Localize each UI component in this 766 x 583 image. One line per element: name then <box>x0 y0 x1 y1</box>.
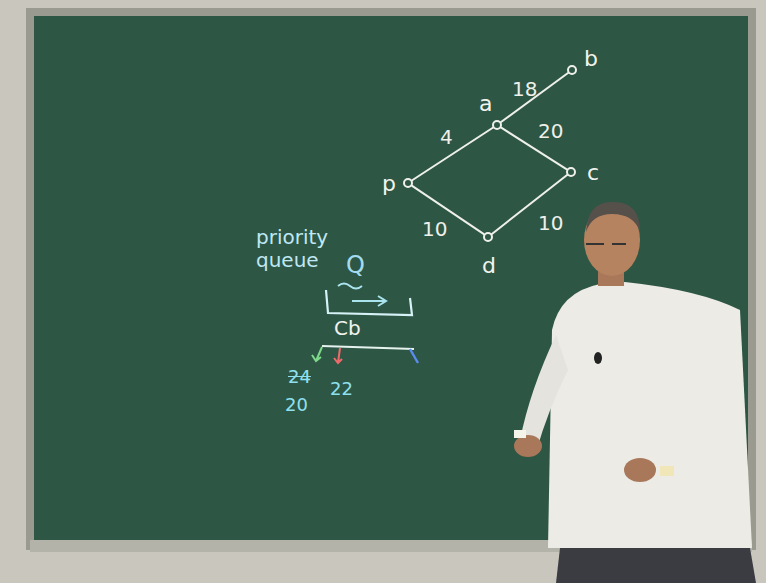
board-surface <box>34 16 748 542</box>
arm <box>520 335 568 453</box>
edge-weight: 4 <box>440 126 453 149</box>
vertex-label: p <box>382 171 396 196</box>
hair <box>586 202 640 232</box>
duster <box>660 466 674 476</box>
graph-vertex: c <box>566 167 576 177</box>
red-arrow <box>334 348 342 363</box>
board-frame <box>26 8 756 550</box>
chalk-note: Cb <box>334 317 361 340</box>
edge-weight: 10 <box>422 218 447 241</box>
green-arrow <box>312 347 322 361</box>
queue-bracket <box>326 290 412 315</box>
hand <box>624 458 656 482</box>
graph-vertex: b <box>567 65 577 75</box>
blue-stroke <box>410 349 418 363</box>
vertex-label: c <box>587 160 599 185</box>
vertex-label: d <box>482 253 496 278</box>
q-squiggle <box>338 284 362 289</box>
chalk-piece <box>514 430 526 438</box>
edge-weight: 10 <box>538 212 563 235</box>
graph-vertex: d <box>483 232 493 242</box>
chalk-note: Q <box>346 252 365 280</box>
hand <box>514 435 542 457</box>
microphone <box>594 352 602 364</box>
queue-line <box>322 346 414 349</box>
chalk-note: 22 <box>330 379 353 400</box>
trousers <box>556 548 756 583</box>
chalk-note: 24 <box>288 367 311 388</box>
vertex-label: b <box>584 46 598 71</box>
edge-weight: 20 <box>538 120 563 143</box>
graph-edge <box>501 73 568 122</box>
graph-vertex: p <box>403 178 413 188</box>
shirt <box>548 282 752 548</box>
queue-arrow <box>352 296 386 306</box>
graph-vertex: a <box>492 120 502 130</box>
edge-weight: 18 <box>512 78 537 101</box>
chalk-note: 20 <box>285 395 308 416</box>
glasses <box>586 243 626 245</box>
chalk-note: priority queue <box>256 226 340 272</box>
vertex-label: a <box>479 91 492 116</box>
